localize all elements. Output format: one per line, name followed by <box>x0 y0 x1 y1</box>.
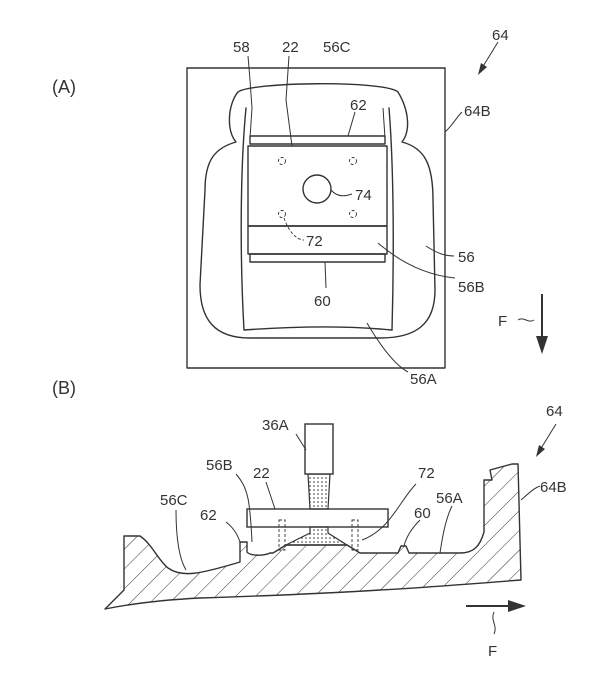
label-64b: 64B <box>464 103 491 120</box>
label-60-b: 60 <box>414 505 431 522</box>
label-f: F <box>498 313 507 330</box>
nozzle-36a <box>305 424 333 474</box>
hole-74 <box>303 175 331 203</box>
label-22: 22 <box>282 39 299 56</box>
label-56a-b: 56A <box>436 490 463 507</box>
panel-b-title: (B) <box>52 378 76 398</box>
panel-b: (B) 64 36A 56B 22 72 <box>52 378 567 660</box>
resin-flow <box>308 474 330 509</box>
label-f-b: F <box>488 643 497 660</box>
label-56: 56 <box>458 249 475 266</box>
arrow-64 <box>482 42 498 68</box>
seat-left-wall <box>241 108 246 330</box>
label-64-b: 64 <box>546 403 563 420</box>
rib-62 <box>250 136 385 144</box>
label-62-b: 62 <box>200 507 217 524</box>
label-74: 74 <box>355 187 372 204</box>
label-22-b: 22 <box>253 465 270 482</box>
label-60: 60 <box>314 293 331 310</box>
plate-22-section <box>247 509 388 527</box>
label-64: 64 <box>492 27 509 44</box>
label-62: 62 <box>350 97 367 114</box>
seat-right-wall <box>389 108 393 330</box>
rib-58 <box>250 108 252 138</box>
arrow-64-b <box>540 424 556 450</box>
label-36a: 36A <box>262 417 289 434</box>
label-72-b: 72 <box>418 465 435 482</box>
label-56a: 56A <box>410 371 437 388</box>
rib-60 <box>250 254 385 262</box>
plate-22 <box>248 146 387 226</box>
label-56c-b: 56C <box>160 492 188 509</box>
label-56b: 56B <box>458 279 485 296</box>
label-64b-b: 64B <box>540 479 567 496</box>
label-58: 58 <box>233 39 250 56</box>
pin-72 <box>279 158 286 165</box>
label-56c: 56C <box>323 39 351 56</box>
label-56b-b: 56B <box>206 457 233 474</box>
label-72: 72 <box>306 233 323 250</box>
panel-a-title: (A) <box>52 77 76 97</box>
panel-a: (A) <box>52 27 548 388</box>
